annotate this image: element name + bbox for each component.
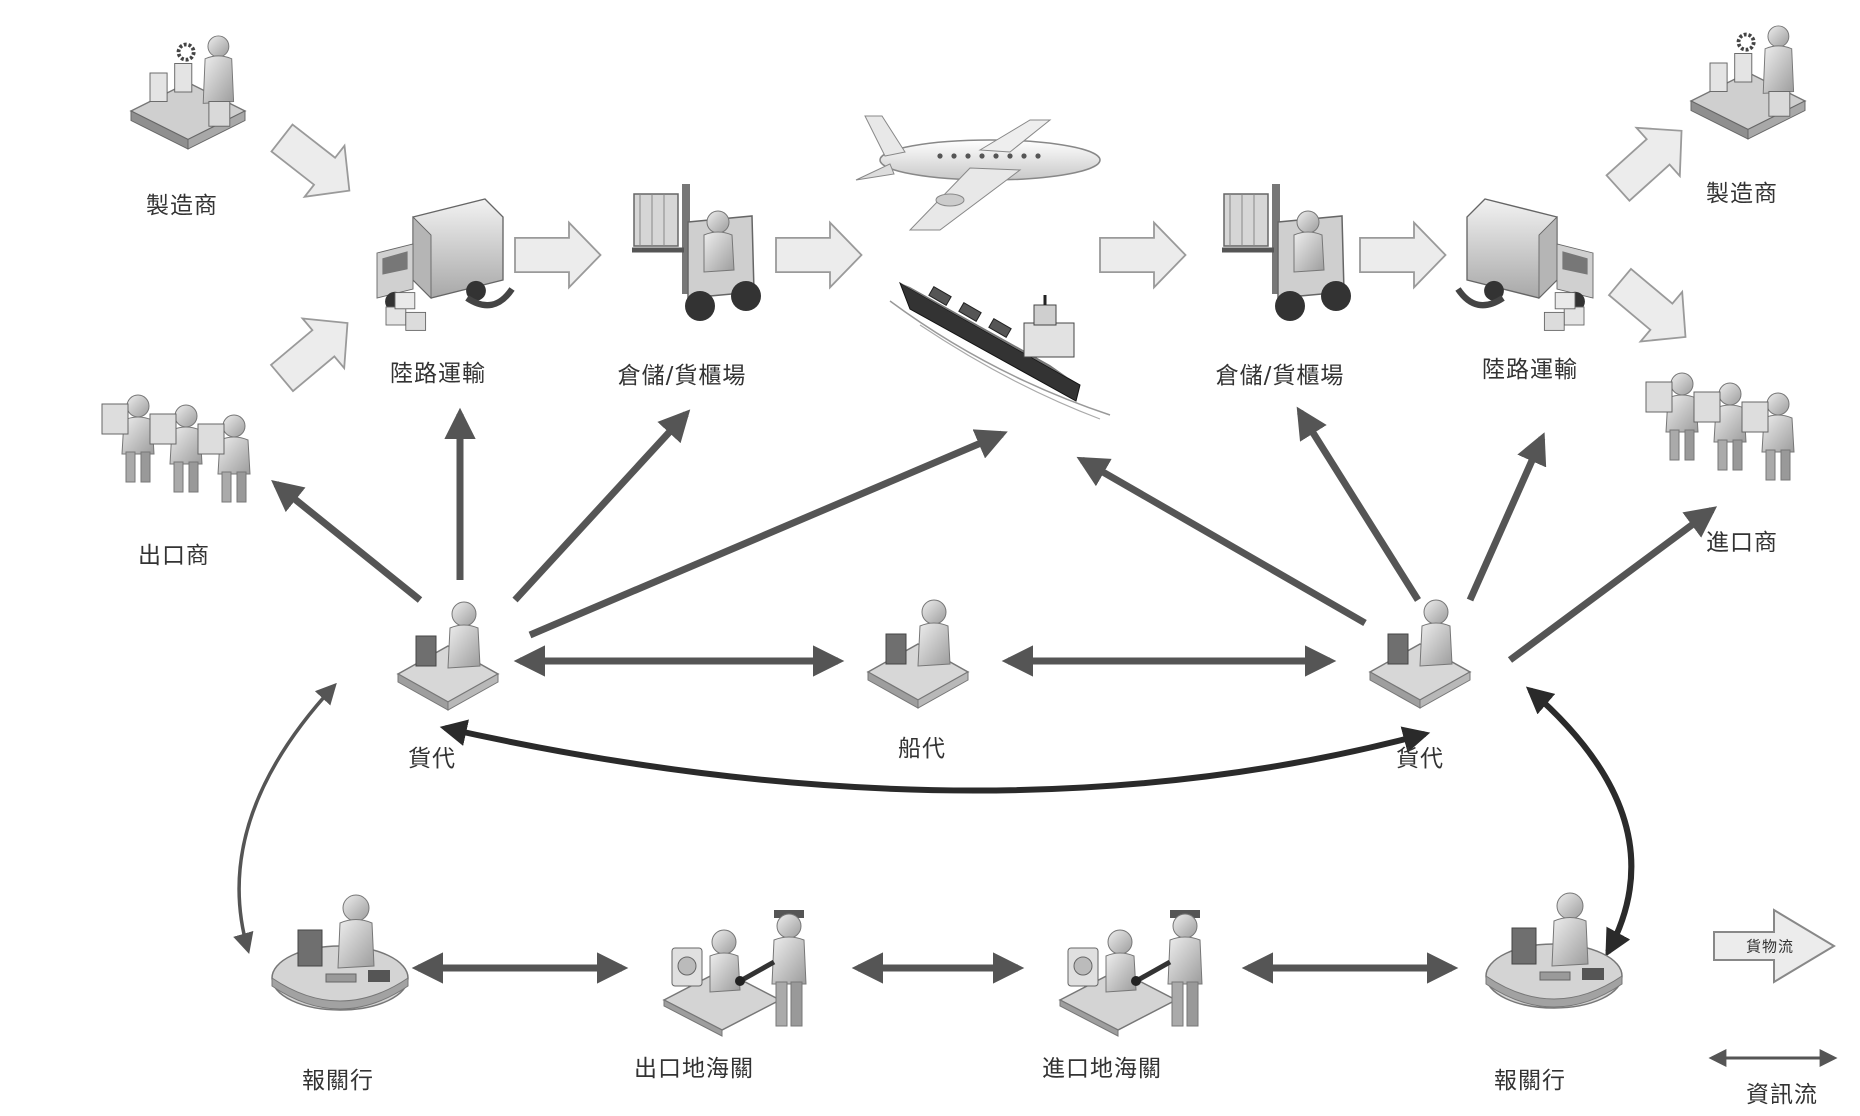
ship-icon: [889, 281, 1111, 420]
importer-label: 進口商: [1706, 530, 1778, 556]
truck-left-icon: [377, 199, 512, 330]
forwarder-left-icon: [397, 601, 499, 711]
manufacturer-left-label: 製造商: [146, 193, 218, 219]
shipping-agent-icon: [867, 599, 969, 709]
info-flow-arrows: [271, 406, 1718, 984]
customs-import-label: 進口地海關: [1042, 1056, 1162, 1082]
customs-export-label: 出口地海關: [634, 1056, 754, 1082]
forklift-left-icon: [632, 184, 761, 321]
manufacturer-left-icon: [129, 34, 247, 151]
customs-export-icon: [664, 910, 806, 1036]
legend-cargo-label: 貨物流: [1745, 937, 1795, 956]
importer-icon: [1645, 372, 1795, 481]
broker-right-label: 報關行: [1494, 1068, 1566, 1094]
airplane-icon: [855, 115, 1101, 231]
land-transport-right-label: 陸路運輸: [1482, 357, 1578, 383]
forwarder-right-label: 貨代: [1396, 746, 1444, 772]
shipping-agent-label: 船代: [898, 736, 946, 762]
legend-cargo-arrow: [1713, 908, 1836, 984]
broker-right-icon: [1485, 892, 1623, 1009]
forwarder-right-icon: [1369, 599, 1471, 709]
truck-right-icon: [1458, 199, 1593, 330]
legend-info-label: 資訊流: [1746, 1082, 1818, 1108]
exporter-icon: [101, 394, 251, 503]
manufacturer-right-label: 製造商: [1706, 181, 1778, 207]
forwarder-left-label: 貨代: [408, 746, 456, 772]
warehouse-left-label: 倉儲/貨櫃場: [617, 363, 747, 389]
warehouse-right-label: 倉儲/貨櫃場: [1215, 363, 1345, 389]
broker-left-label: 報關行: [302, 1068, 374, 1094]
legend: [1708, 908, 1838, 1067]
manufacturer-right-icon: [1689, 24, 1807, 141]
forklift-right-icon: [1222, 184, 1351, 321]
land-transport-left-label: 陸路運輸: [390, 361, 486, 387]
broker-left-icon: [271, 894, 409, 1011]
exporter-label: 出口商: [138, 543, 210, 569]
customs-import-icon: [1060, 910, 1202, 1036]
info-flow-curves: [233, 682, 1635, 957]
